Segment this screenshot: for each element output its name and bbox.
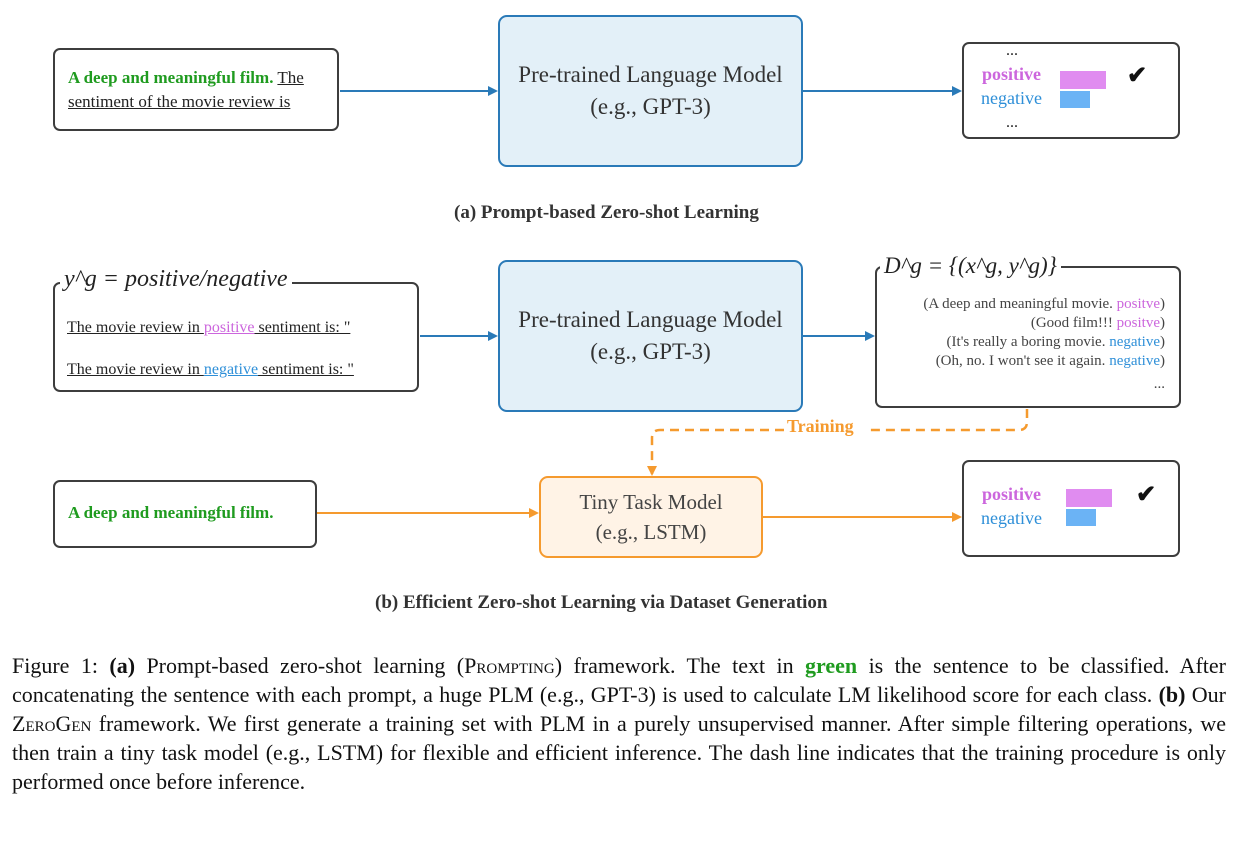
b-dataset-row: (Good film!!! positve) [1030,315,1165,331]
b-positive-score-bar [1066,489,1112,507]
figure-caption: Figure 1: (a) Prompt-based zero-shot lea… [12,653,1227,794]
b-input-box: A deep and meaningful film. [53,480,317,548]
a-plm-box: Pre-trained Language Model (e.g., GPT-3) [498,15,803,167]
b-plm-title: Pre-trained Language Model [518,307,783,332]
a-plm-title: Pre-trained Language Model [518,62,783,87]
a-input-sentence: A deep and meaningful film. [68,68,274,87]
b-input-sentence: A deep and meaningful film. [68,503,274,522]
figure-label: Figure 1: [12,653,110,678]
a-plm-example: (e.g., GPT-3) [590,94,711,119]
caption-b-tag: (b) [1158,682,1186,707]
b-prompt-box: The movie review in positive sentiment i… [53,282,419,392]
training-dashed-line [652,409,1029,474]
a-input-prompt-part1: The [277,68,304,87]
a-output-dots-bottom: ... [1006,114,1018,131]
b-output-box: positive ✔ negative [962,460,1180,557]
b-tiny-model-box: Tiny Task Model (e.g., LSTM) [539,476,763,558]
b-prompt-negative: The movie review in negative sentiment i… [67,361,354,378]
a-output-dots-top: ... [1006,42,1018,59]
b-dataset-row: (It's really a boring movie. negative) [946,334,1165,350]
a-input-prompt-part2: sentiment of the movie review is [68,92,291,111]
caption-a-tag: (a) [109,653,136,678]
b-dataset-row: (Oh, no. I won't see it again. negative) [935,353,1165,369]
a-positive-score-bar [1060,71,1106,89]
b-plm-box: Pre-trained Language Model (e.g., GPT-3) [498,260,803,412]
check-icon: ✔ [1136,482,1157,508]
prompting-term: Prompting [464,653,555,678]
b-output-positive-label: positive [982,484,1042,504]
b-negative-score-bar [1066,509,1096,526]
b-label-set-title: y^g = positive/negative [60,266,292,293]
check-icon: ✔ [1127,63,1148,89]
b-dataset-dots: ... [1153,376,1165,392]
b-dataset-box: (A deep and meaningful movie. positve) (G… [875,266,1181,408]
b-dataset-row: (A deep and meaningful movie. positve) [923,296,1165,312]
zerogen-term: ZeroGen [12,711,92,736]
b-prompt-positive: The movie review in positive sentiment i… [67,319,351,336]
a-caption: (a) Prompt-based Zero-shot Learning [454,202,759,223]
a-output-positive-label: positive [982,64,1042,84]
b-caption: (b) Efficient Zero-shot Learning via Dat… [375,592,828,613]
training-label: Training [787,416,854,437]
b-output-negative-label: negative [981,508,1042,528]
a-output-negative-label: negative [981,88,1042,108]
b-tiny-example: (e.g., LSTM) [595,520,707,544]
b-dataset-title: D^g = {(x^g, y^g)} [880,253,1061,279]
a-output-box: ... positive ✔ negative ... [962,42,1180,139]
green-word: green [805,653,858,678]
a-negative-score-bar [1060,91,1090,108]
b-plm-example: (e.g., GPT-3) [590,339,711,364]
b-tiny-title: Tiny Task Model [579,490,723,514]
a-input-box: A deep and meaningful film. The sentimen… [53,48,339,131]
